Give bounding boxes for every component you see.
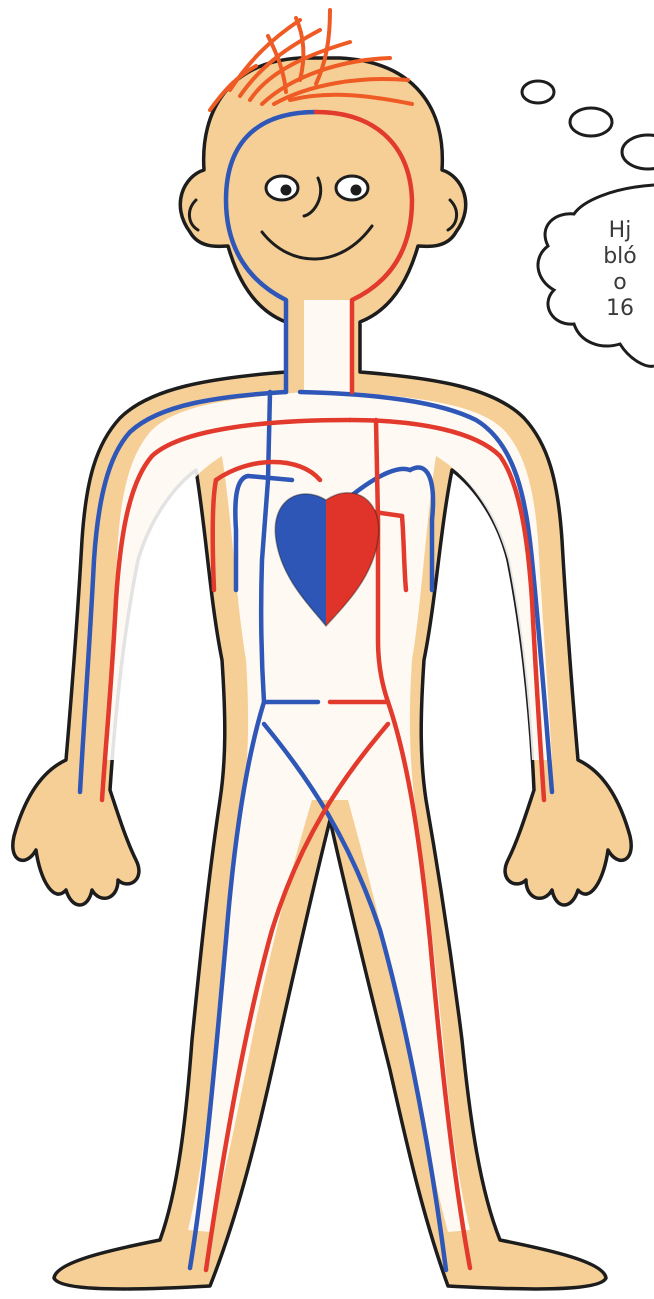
thought-bubble-text: Hj bló o 16 [560,218,654,322]
right-pupil [352,186,360,194]
thought-circle-large [622,135,654,169]
left-pupil [282,186,290,194]
thought-line-4: 16 [560,296,654,322]
thought-line-3: o [560,270,654,296]
thought-circle-medium [570,108,612,136]
thought-circles [522,81,654,169]
body-inner-white [104,300,552,1232]
thought-line-2: bló [560,244,654,270]
thought-circle-small [522,81,554,103]
thought-line-1: Hj [560,218,654,244]
body-silhouette [13,58,631,1289]
